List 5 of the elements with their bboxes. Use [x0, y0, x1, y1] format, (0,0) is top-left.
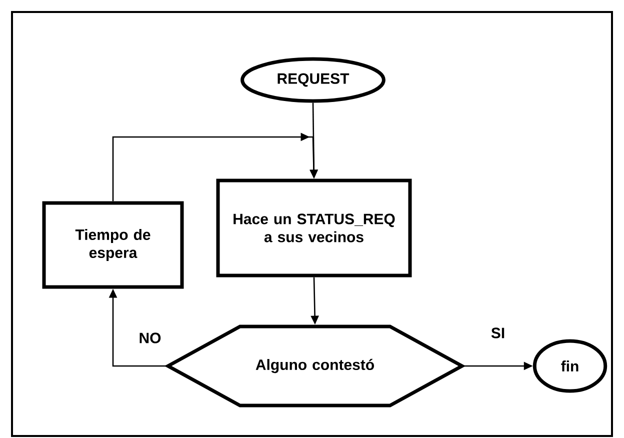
edge-label: SI: [490, 326, 506, 340]
process-box: Hace un STATUS_REQ a sus vecinos: [216, 178, 412, 278]
process-box: Tiempo de espera: [42, 201, 184, 289]
edge-label: NO: [138, 332, 162, 344]
arrow: [112, 132, 318, 202]
